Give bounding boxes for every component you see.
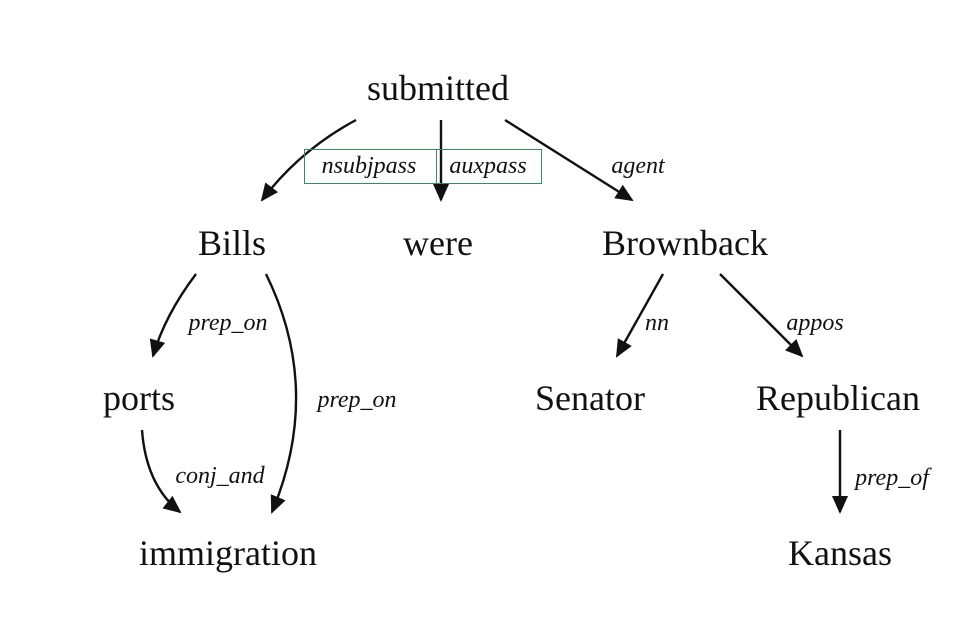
node-kansas: Kansas bbox=[788, 533, 892, 573]
edge-label-conj-and: conj_and bbox=[175, 463, 265, 489]
edge-arrow-prep-on-ports bbox=[149, 273, 197, 358]
edge-label-nsubjpass: nsubjpass bbox=[321, 153, 417, 179]
edge-label-appos: appos bbox=[786, 310, 844, 336]
edge-arrow-prep-on-immigration bbox=[264, 273, 298, 514]
edge-label-prep-of: prep_of bbox=[855, 465, 929, 491]
node-brownback: Brownback bbox=[602, 223, 768, 263]
edge-label-nn: nn bbox=[645, 310, 669, 336]
node-ports: ports bbox=[103, 378, 175, 418]
node-senator: Senator bbox=[535, 378, 645, 418]
edge-arrow-agent bbox=[504, 118, 634, 202]
edge-label-prep-on-ports: prep_on bbox=[188, 310, 268, 336]
edge-arrow-nn bbox=[615, 273, 665, 358]
edge-label-auxpass: auxpass bbox=[449, 153, 527, 179]
edge-arrow-conj-and bbox=[140, 429, 182, 514]
node-submitted: submitted bbox=[367, 68, 509, 108]
node-were: were bbox=[403, 223, 473, 263]
node-immigration: immigration bbox=[139, 533, 317, 573]
edge-arrow-appos bbox=[719, 273, 804, 358]
node-bills: Bills bbox=[197, 223, 267, 263]
edge-label-agent: agent bbox=[611, 153, 665, 179]
node-republican: Republican bbox=[756, 378, 920, 418]
edge-label-prep-on-immigration: prep_on bbox=[317, 387, 397, 413]
